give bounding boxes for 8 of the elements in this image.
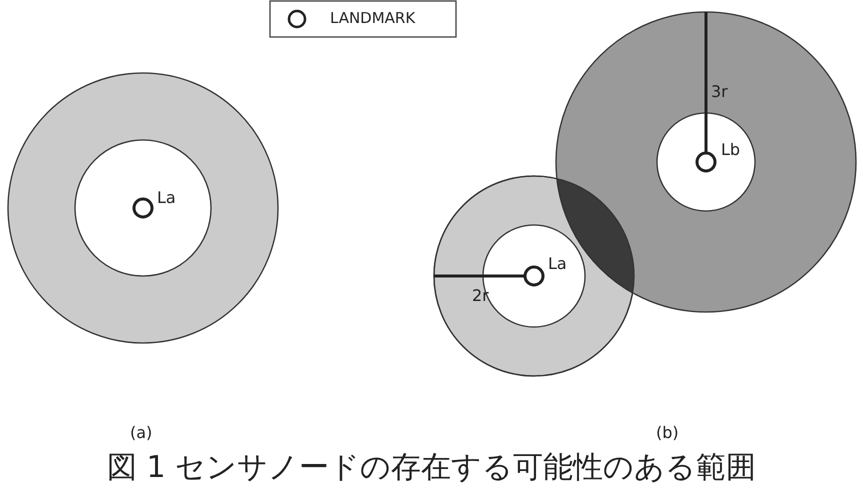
dimension-label: 3r: [711, 84, 728, 100]
landmark-label: Lb: [721, 142, 740, 158]
panel-label: (a): [130, 425, 152, 441]
panel-label: (b): [656, 425, 679, 441]
legend-label: LANDMARK: [330, 11, 416, 26]
landmark-label: La: [157, 190, 176, 206]
caption: 図 1 センサノードの存在する可能性のある範囲: [106, 453, 758, 483]
landmark-label: La: [548, 256, 567, 272]
